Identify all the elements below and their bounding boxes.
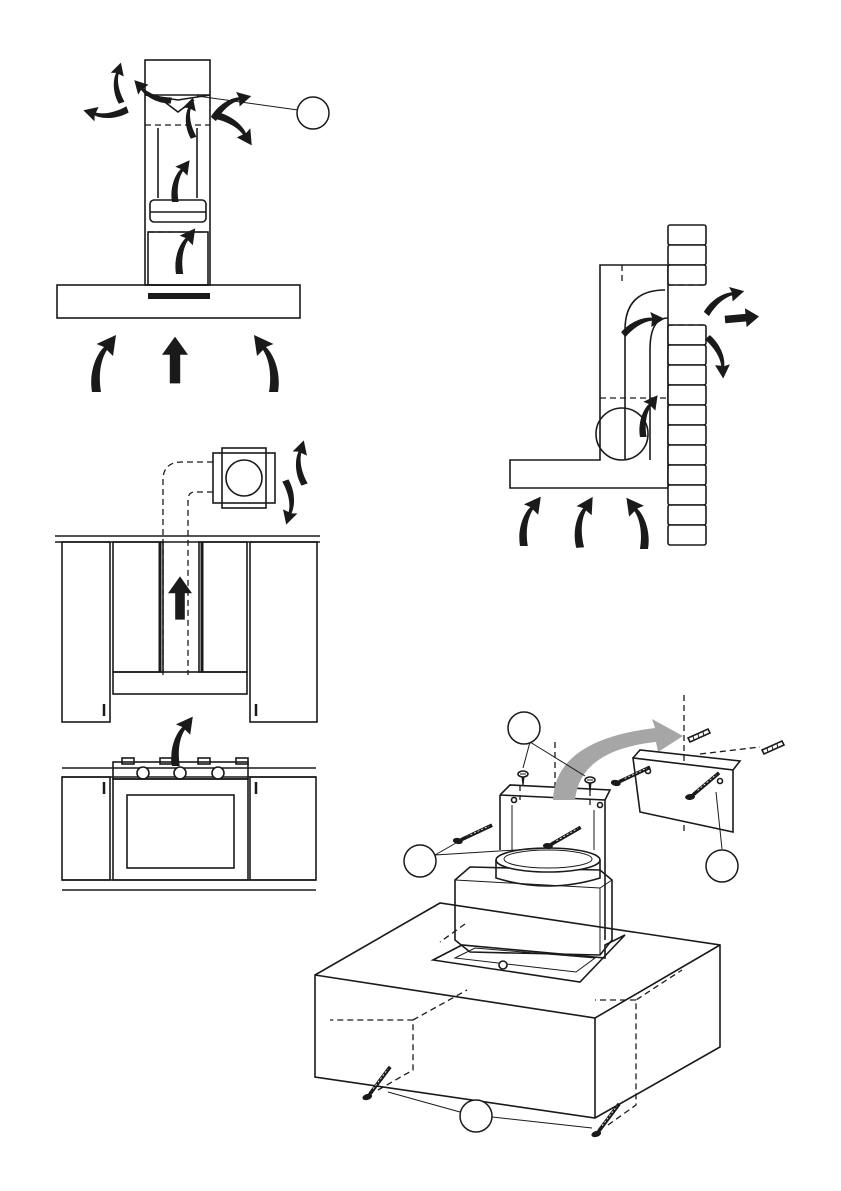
callout-circle-icon: [297, 97, 329, 129]
hood-body: [510, 265, 668, 488]
figure-recirculation-chimney-hood: [57, 60, 329, 392]
figure-hood-mounting-exploded-view: [315, 695, 784, 1138]
airflow-arrow-icon: [209, 111, 259, 145]
airflow-arrow-icon: [171, 717, 192, 766]
oven: [113, 779, 248, 880]
airflow-arrow-icon: [175, 228, 195, 274]
knob-icon: [174, 767, 186, 779]
airflow-arrow-icon: [131, 80, 173, 104]
callout-circle-icon: [706, 850, 738, 882]
airflow-arrow-icon: [171, 160, 189, 202]
callout-circle-icon: [460, 1100, 492, 1132]
brick-wall: [668, 225, 706, 545]
hood-under-cabinet: [113, 672, 247, 694]
wall-plug-icon: [688, 729, 710, 742]
airflow-arrow-icon: [91, 335, 116, 392]
airflow-arrow-icon: [177, 98, 206, 139]
screw-icon: [518, 771, 528, 786]
screw-icon: [452, 817, 493, 849]
motor-housing: [455, 867, 612, 955]
airflow-arrow-icon: [626, 498, 648, 549]
airflow-arrow-icon: [519, 497, 540, 546]
figure-cabinet-duct-with-external-fan: [55, 440, 320, 890]
knob-icon: [137, 767, 149, 779]
airflow-arrow-icon: [162, 337, 188, 384]
callout-circle-icon: [508, 712, 540, 744]
canopy: [57, 285, 300, 318]
callout-circle-icon: [404, 845, 436, 877]
airflow-arrow-icon: [724, 307, 760, 329]
knob-icon: [212, 767, 224, 779]
chimney-outer: [145, 60, 210, 285]
wall-plug-icon: [762, 741, 784, 754]
screw-icon: [543, 823, 582, 852]
airflow-arrow-icon: [254, 335, 279, 392]
airflow-arrow-icon: [105, 63, 134, 104]
airflow-arrow-icon: [287, 440, 318, 485]
screw-icon: [584, 1102, 627, 1138]
airflow-arrow-icon: [272, 479, 303, 524]
figure-wall-duct-extraction: [510, 225, 760, 549]
airflow-arrow-icon: [571, 497, 597, 548]
